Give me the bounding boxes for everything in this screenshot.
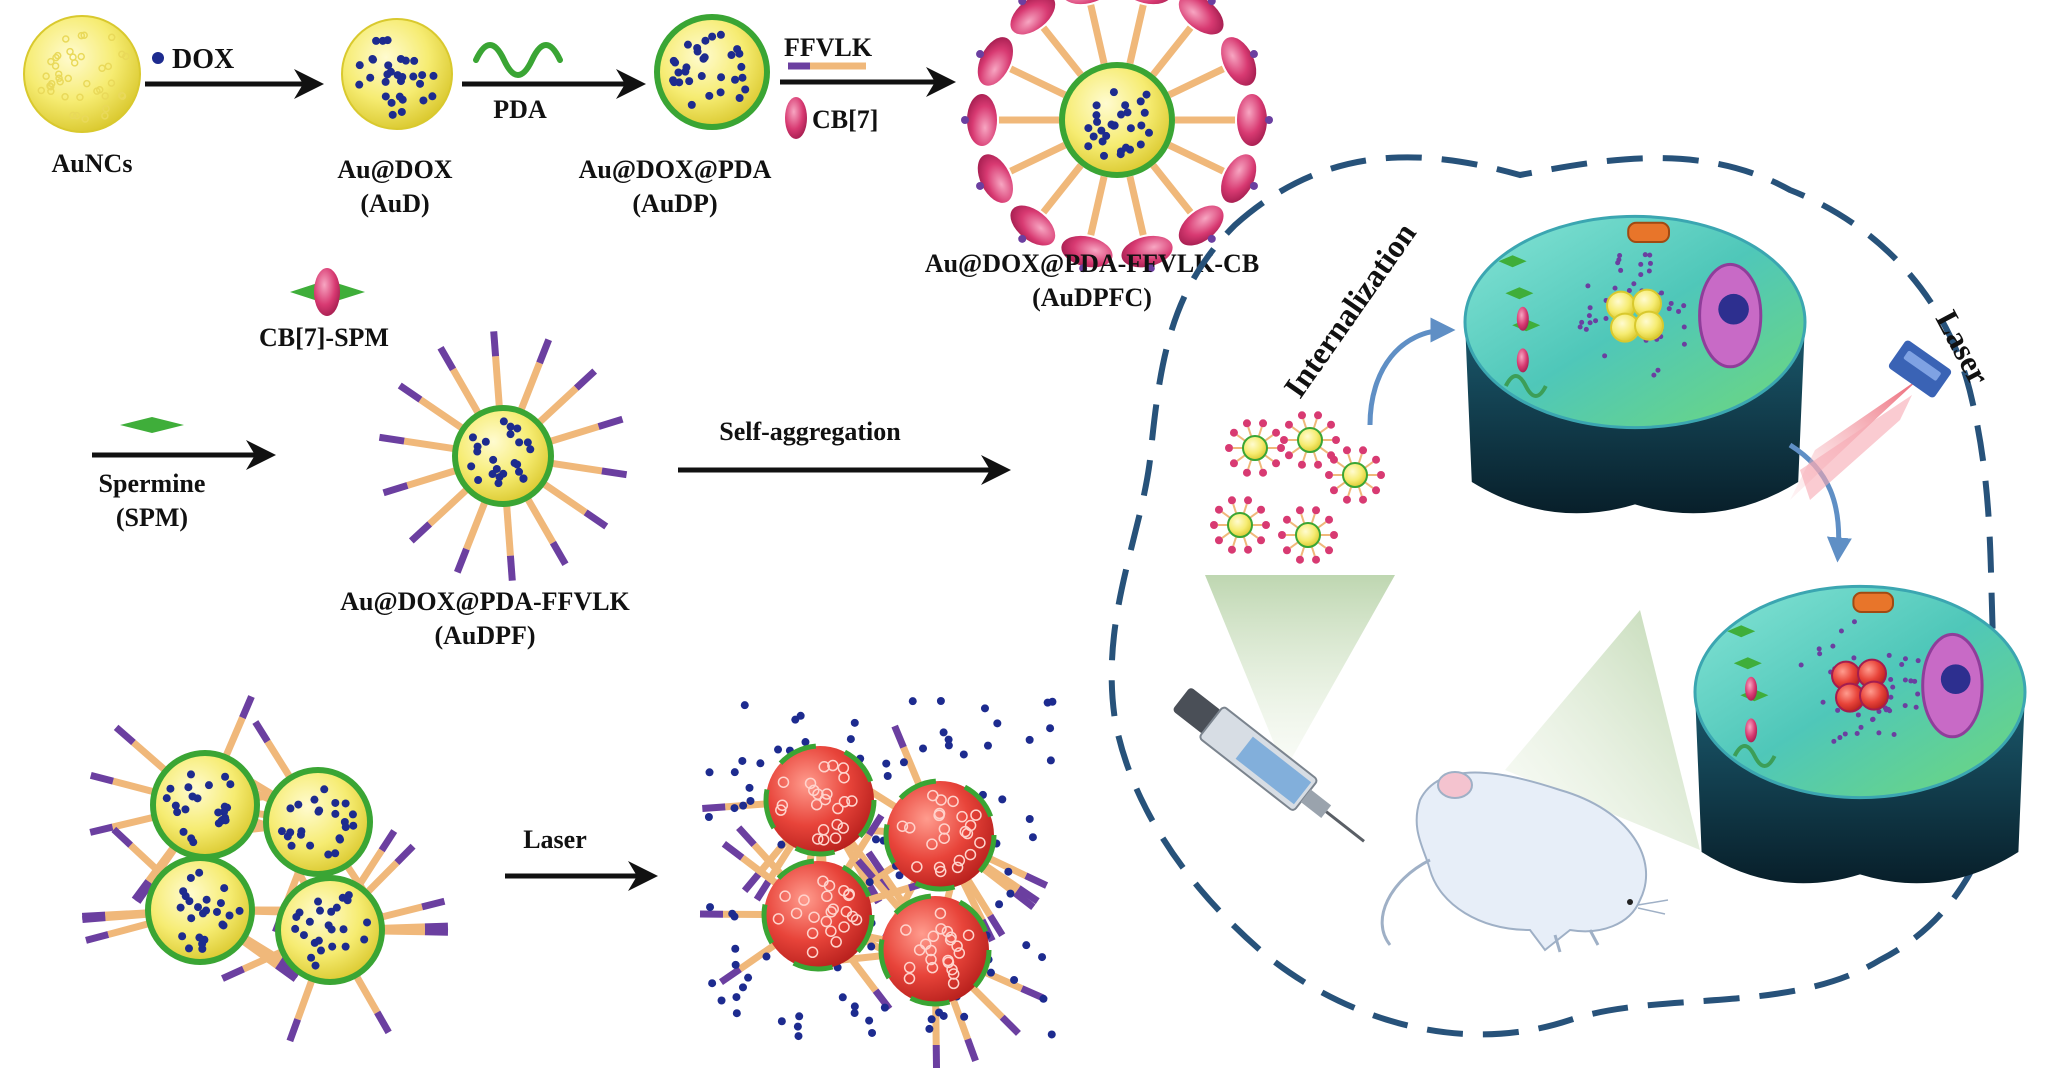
label-laser-arrow: Laser: [523, 825, 587, 854]
red-aggregate: [699, 696, 1057, 1069]
arrow-spermine: [92, 417, 276, 470]
nanoparticle-cluster: [1210, 411, 1385, 564]
label-cb7-spm: CB[7]-SPM: [259, 323, 389, 352]
label-aunc: AuNCs: [52, 149, 133, 178]
cb7-icon: [785, 97, 807, 139]
label-aud-2: (AuD): [360, 189, 429, 218]
label-self-aggregation: Self-aggregation: [719, 417, 901, 446]
label-spm-2: (SPM): [116, 503, 188, 532]
syringe-icon: [1173, 688, 1365, 843]
arrow-dox: [145, 52, 324, 99]
pda-wave-icon: [473, 42, 563, 78]
label-dox: DOX: [172, 44, 234, 75]
laser-transition-arrow: [1788, 442, 1852, 563]
label-spm-1: Spermine: [99, 469, 206, 498]
gold-aggregate: [81, 695, 449, 1043]
label-aud-1: Au@DOX: [337, 155, 452, 184]
dox-molecule-icon: [152, 52, 164, 64]
audp-particle: [654, 14, 770, 130]
internalization-arrow: [1367, 317, 1456, 426]
label-pda: PDA: [493, 95, 547, 124]
aunc-particle: [23, 15, 141, 133]
label-cb7: CB[7]: [812, 105, 878, 134]
arrow-ffvlk-cb: [780, 62, 956, 139]
mouse-icon: [1380, 771, 1669, 953]
label-audp-1: Au@DOX@PDA: [579, 155, 772, 184]
label-audpfc-2: (AuDPFC): [1032, 283, 1152, 312]
audpf-particle: [378, 331, 628, 581]
label-audpf-2: (AuDPF): [434, 621, 535, 650]
cell-top: [1463, 214, 1807, 514]
audpfc-particle: [961, 0, 1273, 273]
organism-boundary: [1108, 154, 2005, 1038]
aud-particle: [341, 18, 453, 130]
laser-device-icon: [1790, 340, 1952, 500]
label-internalization: Internalization: [1276, 216, 1423, 404]
label-audp-2: (AuDP): [632, 189, 717, 218]
injection-beam: [1205, 575, 1395, 770]
label-audpf-1: Au@DOX@PDA-FFVLK: [340, 587, 630, 616]
arrow-pda: [462, 42, 646, 99]
label-ffvlk: FFVLK: [784, 33, 873, 62]
cb7-spm-icon: [290, 268, 365, 316]
spermine-icon: [120, 417, 184, 433]
cell-bottom: [1693, 584, 2027, 884]
